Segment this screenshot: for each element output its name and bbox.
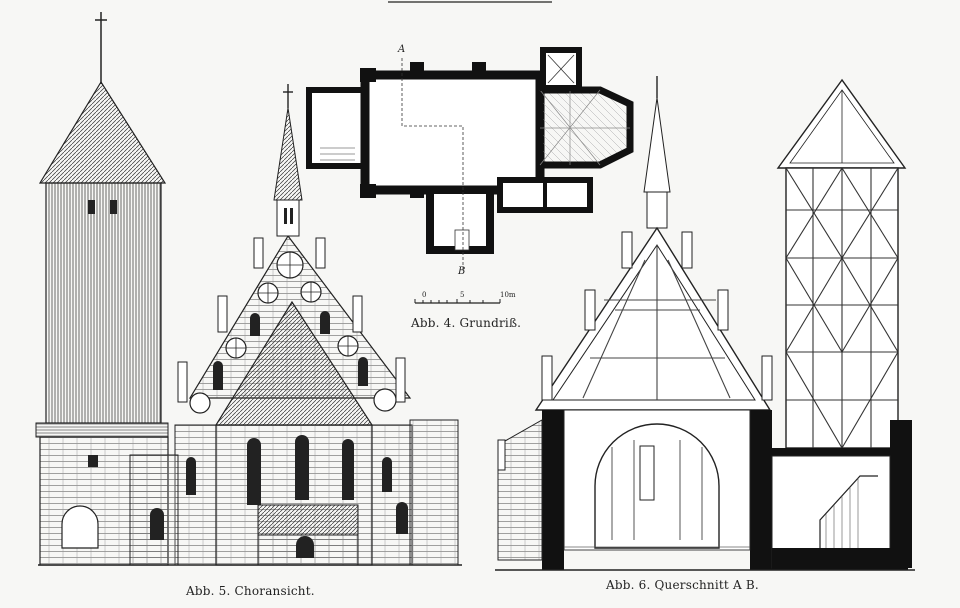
section-mark-b: B xyxy=(458,266,466,277)
cross-section-drawing xyxy=(495,76,915,571)
section-mark-a: A xyxy=(398,44,406,55)
scale-label-5: 5 xyxy=(460,291,465,299)
section-caption: Abb. 6. Querschnitt A B. xyxy=(606,578,759,592)
choir-elevation-drawing xyxy=(35,12,462,566)
choir-view-caption: Abb. 5. Choransicht. xyxy=(186,584,315,598)
plan-drawing xyxy=(306,47,634,304)
scale-label-0: 0 xyxy=(422,291,427,299)
scale-label-10m: 10m xyxy=(500,291,516,299)
plan-caption: Abb. 4. Grundriß. xyxy=(411,316,522,330)
